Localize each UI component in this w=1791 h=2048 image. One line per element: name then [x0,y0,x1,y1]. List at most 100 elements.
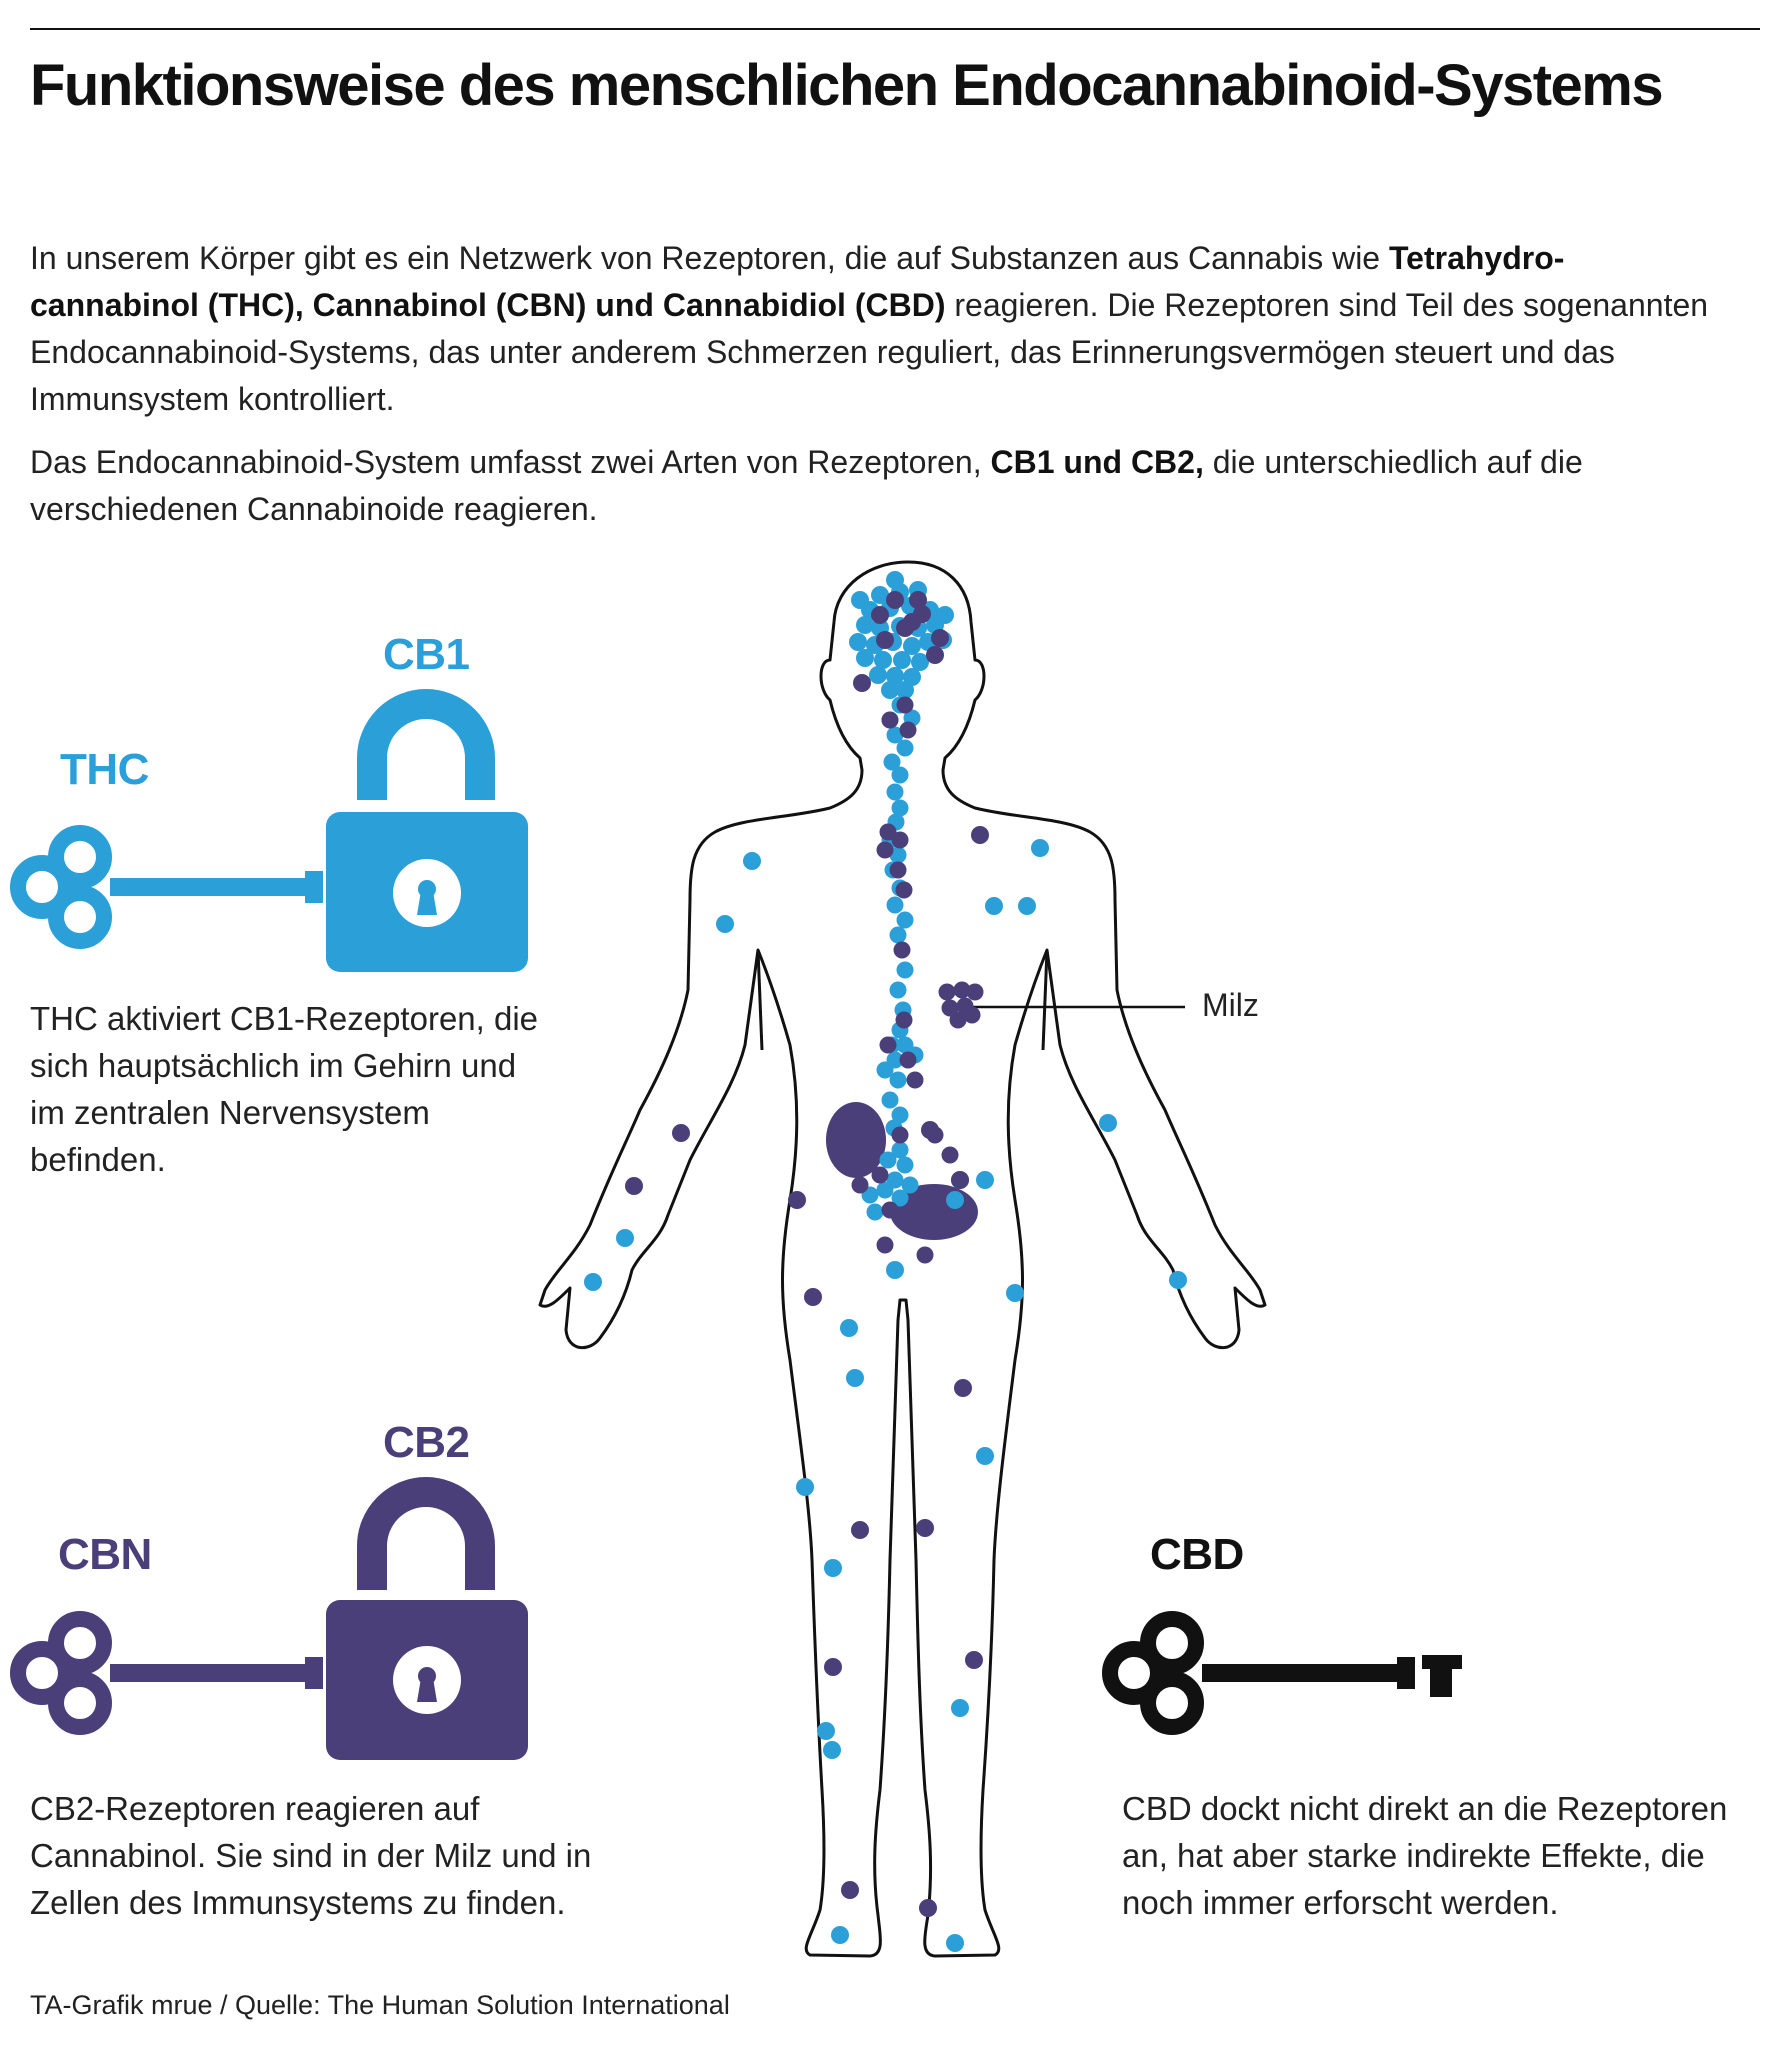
cb1-receptor-dot [869,666,887,684]
cb1-receptor-dot [893,651,911,669]
cb1-receptor-dot [889,846,907,864]
cb2-receptor-dot [871,606,889,624]
cb1-receptor-dot [881,681,899,699]
cb2-receptor-dot [871,1166,889,1184]
cb1-receptor-dot [743,852,761,870]
cb2-receptor-dot [625,1177,643,1195]
cb1-receptor-dot [1031,839,1049,857]
cb1-receptor-dot [951,1699,969,1717]
cb1-receptor-dot [1018,897,1036,915]
cb2-receptor-dot [953,981,971,999]
cb2-receptor-dot [906,1071,924,1089]
cb2-receptor-dot [963,1006,981,1024]
cb1-receptor-dot [871,586,889,604]
cb1-receptor-dot [891,766,909,784]
top-rule [30,28,1760,30]
cb2-receptor-dot [876,841,894,859]
cb1-receptor-dot [911,653,929,671]
cbd-key-icon [1102,1611,1462,1735]
cb2-receptor-dot [941,999,959,1017]
cb1-padlock-icon [326,689,528,972]
cb2-receptor-dot [804,1288,822,1306]
cb1-receptor-dot [901,1176,919,1194]
cb1-receptor-dot [796,1478,814,1496]
thc-key-icon [10,825,370,949]
cb1-receptor-dot [883,753,901,771]
cb1-receptor-dot [976,1447,994,1465]
cb1-receptor-dot [886,571,904,589]
intro-paragraph-2: Das Endocannabinoid-System umfasst zwei … [30,444,1583,527]
cb1-receptor-dot [1099,1114,1117,1132]
cb1-receptor-dot [876,1061,894,1079]
cb1-receptor-dot [946,1191,964,1209]
cb1-receptor-dot [891,1141,909,1159]
spleen-label: Milz [1202,987,1259,1023]
cb1-receptor-dot [584,1273,602,1291]
cb1-receptor-dot [886,896,904,914]
cb1-receptor-dot [846,1369,864,1387]
cb2-description: CB2-Rezeptoren reagieren auf Cannabinol.… [30,1790,592,1921]
cb1-receptor-dot [823,1741,841,1759]
cb2-receptor-dot [788,1191,806,1209]
cb1-receptor-dot [817,1722,835,1740]
cb1-receptor-dot [896,911,914,929]
human-body-outline [538,560,1267,1958]
cb2-receptor-dot [893,941,911,959]
cb2-receptor-dot [881,1201,899,1219]
cb2-receptor-dot [672,1124,690,1142]
cb2-receptor-dot [971,826,989,844]
cb1-receptor-dot [889,981,907,999]
cb2-receptor-dot [966,983,984,1001]
cb1-receptor-dot [891,1106,909,1124]
cb2-receptor-dot [916,1519,934,1537]
cb2-label: CB2 [383,1418,470,1467]
cb1-receptor-dot [616,1229,634,1247]
cb2-receptor-dot [931,629,949,647]
cb2-receptor-dot [895,881,913,899]
cb2-receptor-dot [896,696,914,714]
cb1-receptor-dot [985,897,1003,915]
cb2-receptor-dot [879,1036,897,1054]
cbn-key-icon [10,1611,370,1735]
cbd-description: CBD dockt nicht direkt an die Rezeptoren… [1122,1790,1728,1921]
cb2-receptor-dot [851,1521,869,1539]
cb1-receptor-dot [1169,1271,1187,1289]
cb2-receptor-dot [965,1651,983,1669]
cb1-receptor-dot [896,961,914,979]
cb2-receptor-dot [853,674,871,692]
cb2-receptor-dots [625,591,989,1917]
cb1-receptor-dot [851,591,869,609]
cb1-receptor-dot [866,1203,884,1221]
cbd-label: CBD [1150,1530,1244,1579]
cb1-receptor-dot [891,1189,909,1207]
cb2-receptor-dot [891,831,909,849]
cb1-receptor-dot [891,799,909,817]
cb1-receptor-dot [881,1091,899,1109]
cb2-padlock-icon [326,1477,528,1760]
cb1-receptor-dot [856,616,874,634]
cb1-receptor-dot [889,1071,907,1089]
cb2-receptor-dot [916,1246,934,1264]
cb1-receptor-dot [831,1926,849,1944]
cb1-receptor-dot [1006,1284,1024,1302]
cb2-receptor-dot [926,646,944,664]
cb1-label: CB1 [383,630,470,679]
cb2-receptor-dot [891,1126,909,1144]
cb1-receptor-dot [976,1171,994,1189]
cb2-receptor-dot [909,591,927,609]
organ-blob [826,1102,886,1178]
cb2-receptor-dot [851,1176,869,1194]
cb1-description: THC aktiviert CB1-Rezeptoren, die sich h… [30,1000,539,1178]
cb2-receptor-dot [895,1011,913,1029]
cb1-receptor-dot [856,649,874,667]
page-title: Funktionsweise des menschlichen Endocann… [30,53,1664,118]
cb1-receptor-dot [889,926,907,944]
cb1-receptor-dots [584,571,1187,1952]
cb1-receptor-dot [936,606,954,624]
cb1-receptor-dot [896,1156,914,1174]
cb1-receptor-dot [896,739,914,757]
cbn-label: CBN [58,1530,152,1579]
cb2-receptor-dot [886,591,904,609]
cb1-receptor-dot [840,1319,858,1337]
cb2-receptor-dot [841,1881,859,1899]
